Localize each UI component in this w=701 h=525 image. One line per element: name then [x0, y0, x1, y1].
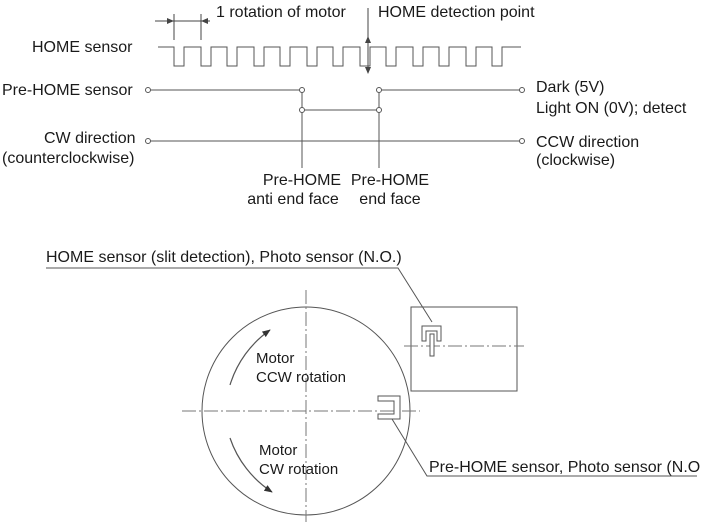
- end-face-dot-top: [376, 87, 382, 93]
- anti-face-dot-bottom: [299, 107, 305, 113]
- home-detection-arrow-up: [365, 36, 371, 43]
- end-face-label-2: end face: [359, 191, 420, 208]
- ccw-rotation-label-1: Motor: [256, 350, 294, 367]
- ccw-direction-label: CCW direction: [536, 134, 639, 151]
- cw-rotation-label-2: CW rotation: [259, 461, 338, 478]
- home-detection-label: HOME detection point: [378, 4, 535, 21]
- home-sensor-housing: [410, 306, 518, 392]
- home-sensor-pulse-train: [158, 46, 521, 67]
- anti-face-label-1: Pre-HOME: [263, 172, 341, 189]
- anti-face-label-2: anti end face: [247, 191, 339, 208]
- rotation-arrow-left: [167, 18, 174, 24]
- direction-axis-start-dot: [145, 138, 151, 144]
- home-photo-sensor-icon: [421, 325, 442, 357]
- prehome-sensor-callout: Pre-HOME sensor, Photo sensor (N.O.): [429, 459, 701, 476]
- dark-level-label: Dark (5V): [536, 79, 604, 96]
- cw-direction-sub-label: (counterclockwise): [2, 150, 134, 167]
- cw-rotation-arrow: [229, 437, 273, 493]
- rotation-label: 1 rotation of motor: [216, 4, 347, 21]
- cw-rotation-label-1: Motor: [259, 442, 297, 459]
- ccw-rotation-arrow: [229, 329, 271, 386]
- direction-axis-end-dot: [519, 138, 525, 144]
- anti-face-dot-top: [299, 87, 305, 93]
- home-sensor-callout: HOME sensor (slit detection), Photo sens…: [46, 249, 402, 266]
- home-sensor-callout-leader: [46, 267, 433, 323]
- end-face-dot-bottom: [376, 107, 382, 113]
- end-face-label-1: Pre-HOME: [351, 172, 429, 189]
- prehome-line-end-dot: [519, 87, 525, 93]
- rotation-arrow-right: [201, 18, 208, 24]
- prehome-sensor-callout-leader: [391, 418, 697, 477]
- ccw-direction-sub-label: (clockwise): [536, 152, 615, 169]
- home-sensor-label: HOME sensor: [32, 39, 133, 56]
- light-level-label: Light ON (0V); detect: [536, 100, 687, 117]
- prehome-photo-sensor-icon: [377, 395, 401, 420]
- home-detection-arrow-down: [365, 67, 371, 74]
- cw-direction-label: CW direction: [44, 130, 136, 147]
- prehome-sensor-label: Pre-HOME sensor: [2, 82, 133, 99]
- prehome-line-start-dot: [145, 87, 151, 93]
- ccw-rotation-label-2: CCW rotation: [256, 369, 346, 386]
